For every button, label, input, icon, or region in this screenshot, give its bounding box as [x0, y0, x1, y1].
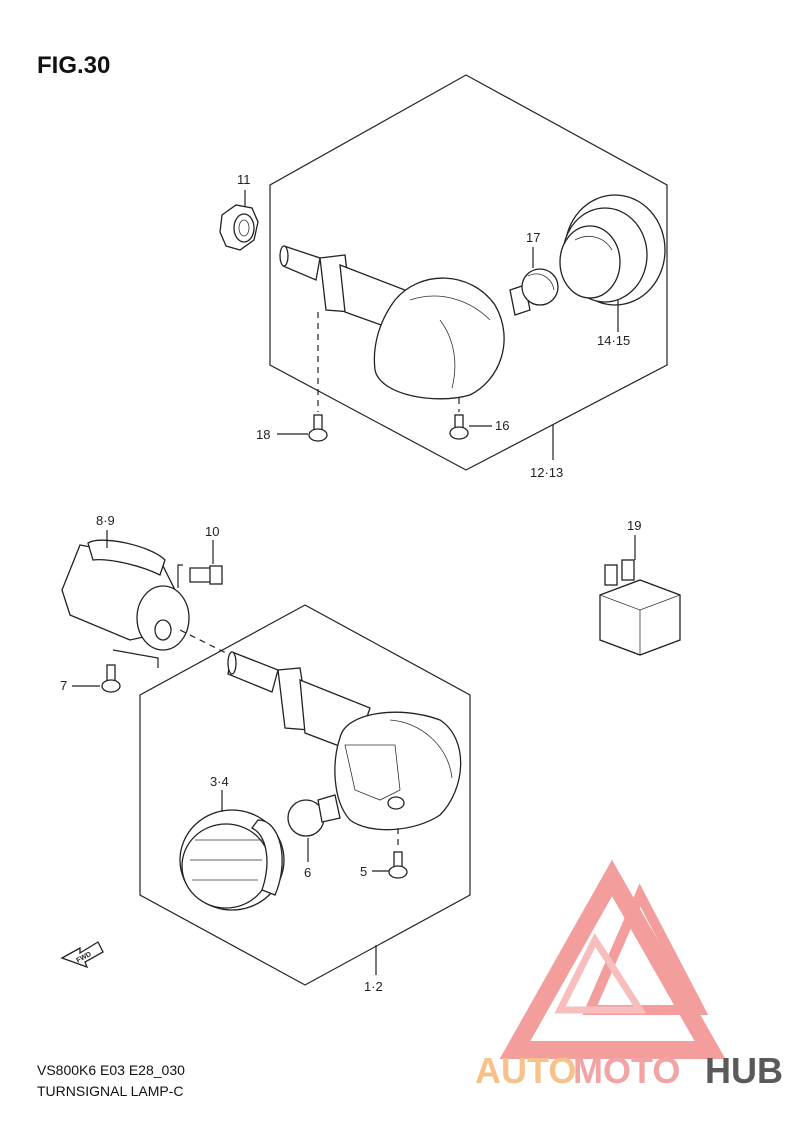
callout-18: 18 [256, 427, 270, 442]
model-code: VS800K6 E03 E28_030 [37, 1062, 185, 1078]
callout-3-4: 3·4 [210, 774, 229, 789]
upper-turnsignal-body [279, 245, 505, 400]
watermark-auto: AUTO [475, 1050, 576, 1091]
lower-turnsignal-body [227, 651, 462, 831]
upper-lens [559, 194, 666, 306]
screw-18 [308, 414, 328, 442]
lower-bulb [287, 794, 341, 837]
callout-1-2: 1·2 [364, 979, 383, 994]
callout-17: 17 [526, 230, 540, 245]
figure-caption: TURNSIGNAL LAMP-C [37, 1083, 184, 1099]
grommet-part [219, 204, 259, 251]
screw-16 [449, 414, 469, 440]
screw-5 [388, 851, 408, 879]
callout-14-15: 14·15 [597, 333, 630, 348]
relay-19 [599, 559, 681, 656]
mounting-bracket [61, 539, 190, 651]
callout-7: 7 [60, 678, 67, 693]
watermark-logo-icon [499, 859, 726, 1059]
callout-16: 16 [495, 418, 509, 433]
callout-19: 19 [627, 518, 641, 533]
screw-7 [101, 664, 121, 693]
lower-assembly-outline [139, 604, 471, 986]
lower-lens [179, 809, 285, 911]
callout-5: 5 [360, 864, 367, 879]
callout-6: 6 [304, 865, 311, 880]
bolt-10 [189, 565, 223, 585]
callout-8-9: 8·9 [96, 513, 115, 528]
bracket-10 [177, 564, 183, 588]
watermark-text: AUTO MOTO HUB [475, 1050, 783, 1091]
callout-10: 10 [205, 524, 219, 539]
upper-assembly-outline [269, 74, 668, 471]
watermark-moto: MOTO [573, 1050, 680, 1091]
fwd-arrow-icon: FWD [60, 941, 104, 969]
bracket-7 [112, 649, 159, 668]
watermark-hub: HUB [705, 1050, 783, 1091]
upper-bulb [509, 268, 559, 316]
figure-title: FIG.30 [37, 52, 110, 79]
callout-12-13: 12·13 [530, 465, 563, 480]
callout-11: 11 [237, 172, 251, 187]
